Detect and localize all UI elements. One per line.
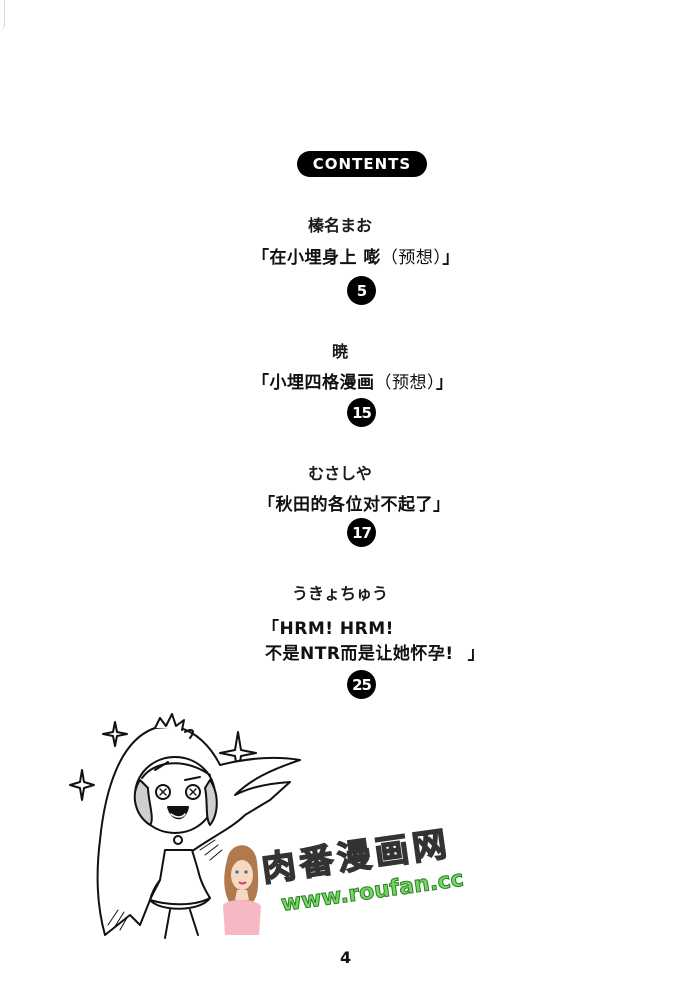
page-edge [0,0,5,30]
page-number: 4 [340,948,352,967]
watermark: 肉番漫画网 www.roufan.cc [215,823,475,950]
title-main: 在小埋身上 嘭 [269,248,381,268]
entry-author: 榛名まお [307,216,372,235]
bracket-close: 」 [442,248,460,268]
entry-author: 暁 [331,342,348,361]
page-number-badge[interactable]: 5 [347,276,376,305]
bracket-close: 」 [436,373,454,393]
entry-title-line-1: 「HRM! HRM! [262,614,394,639]
page-number-badge[interactable]: 25 [347,670,376,699]
entry-author: むさしや [308,464,372,483]
watermark-girl-icon [223,845,261,935]
sparkle-icon [102,721,128,747]
entry-title: 「在小埋身上 嘭（预想）」 [252,243,460,268]
entry-title-line-2: 不是NTR而是让她怀孕! 」 [265,639,485,664]
title-main: 秋田的各位对不起了 [275,495,433,515]
bracket-close: 」 [433,495,451,515]
contents-label: CONTENTS [312,155,412,173]
bracket-open: 「 [262,619,280,639]
entry-author: うきょちゅう [291,584,388,603]
entry-title: 「小埋四格漫画（预想）」 [252,368,454,393]
entry-title: 「秋田的各位对不起了」 [258,490,451,515]
bracket-open: 「 [252,248,270,268]
title-paren: （预想） [380,248,443,268]
bracket-open: 「 [258,495,276,515]
contents-heading: CONTENTS [297,151,427,177]
page-number-text: 15 [352,403,372,422]
page-number-badge[interactable]: 17 [347,518,376,547]
title-line-1: HRM! HRM! [279,619,394,639]
page-number-text: 17 [352,523,372,542]
page-number-text: 5 [356,281,367,300]
sparkle-icon [69,769,95,801]
title-main: 小埋四格漫画 [269,373,375,393]
chibi-girl-illustration [60,700,320,950]
title-paren: （预想） [374,373,436,393]
bracket-close: 」 [467,644,486,664]
page-number-badge[interactable]: 15 [347,398,376,427]
title-line-2: 不是NTR而是让她怀孕! [265,644,454,664]
page-number-text: 25 [352,675,372,694]
bracket-open: 「 [252,373,270,393]
